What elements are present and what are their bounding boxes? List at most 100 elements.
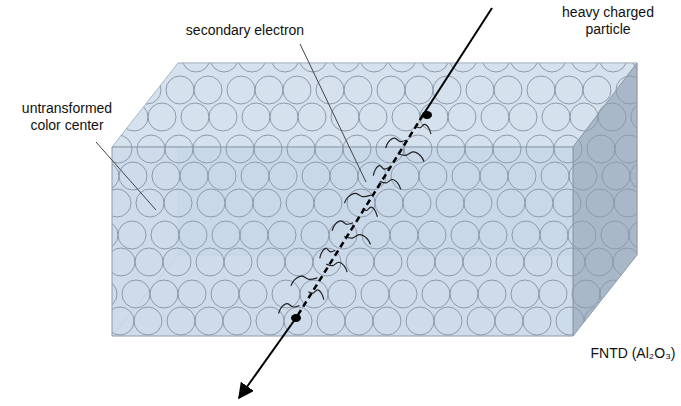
color-center	[268, 221, 296, 249]
color-center	[299, 44, 327, 72]
color-center	[407, 248, 435, 276]
color-center	[239, 280, 267, 308]
color-center	[88, 44, 116, 72]
color-center	[104, 135, 132, 163]
color-center	[435, 248, 463, 276]
color-center	[508, 162, 536, 190]
secondary-electron-track	[326, 262, 347, 272]
color-center	[359, 103, 387, 131]
color-center	[119, 162, 147, 190]
color-center	[526, 135, 554, 163]
secondary-electron-track	[373, 166, 388, 176]
color-center	[628, 280, 656, 308]
color-center	[644, 76, 672, 104]
color-center	[223, 307, 251, 335]
leader-line	[96, 142, 156, 210]
color-center	[150, 280, 178, 308]
color-center	[539, 280, 567, 308]
secondary-electron-track	[344, 235, 370, 245]
secondary-electron-track	[362, 207, 377, 217]
color-center	[418, 221, 446, 249]
color-center	[572, 280, 600, 308]
color-center	[390, 221, 418, 249]
color-center	[482, 44, 510, 72]
color-center	[254, 135, 282, 163]
color-center	[302, 162, 330, 190]
color-center	[478, 280, 506, 308]
color-center	[103, 189, 131, 217]
color-center	[89, 280, 117, 308]
color-center	[647, 189, 675, 217]
color-center	[557, 248, 585, 276]
secondary-electron-track	[344, 193, 370, 203]
color-center	[194, 76, 222, 104]
color-center	[542, 103, 570, 131]
color-center	[105, 76, 133, 104]
color-center	[90, 221, 118, 249]
color-center	[496, 248, 524, 276]
color-center	[404, 135, 432, 163]
color-center	[512, 221, 540, 249]
color-center	[179, 221, 207, 249]
color-center	[466, 76, 494, 104]
color-center	[616, 76, 644, 104]
color-center	[149, 44, 177, 72]
color-center	[479, 221, 507, 249]
color-center	[406, 307, 434, 335]
color-center	[165, 135, 193, 163]
color-center	[285, 248, 313, 276]
color-center	[148, 103, 176, 131]
color-center	[133, 76, 161, 104]
color-center	[373, 307, 401, 335]
color-center	[467, 307, 495, 335]
color-center	[525, 189, 553, 217]
color-center	[403, 189, 431, 217]
color-center	[645, 307, 673, 335]
color-center	[328, 280, 356, 308]
color-center	[121, 44, 149, 72]
color-center	[211, 280, 239, 308]
color-center	[345, 307, 373, 335]
color-center	[523, 307, 551, 335]
color-center	[448, 103, 476, 131]
color-center	[556, 307, 584, 335]
color-center	[164, 189, 192, 217]
leader-line	[300, 44, 366, 182]
color-center	[613, 248, 641, 276]
color-center	[601, 221, 629, 249]
color-center	[166, 76, 194, 104]
color-center	[361, 280, 389, 308]
color-center	[241, 162, 269, 190]
color-center	[583, 76, 611, 104]
color-center	[494, 76, 522, 104]
color-center	[388, 44, 416, 72]
label: secondary electron	[170, 22, 320, 39]
secondary-electron-track	[291, 276, 317, 286]
color-center	[287, 135, 315, 163]
color-center	[330, 162, 358, 190]
color-center	[197, 189, 225, 217]
color-center	[182, 44, 210, 72]
exit-point	[291, 314, 301, 322]
color-center	[451, 221, 479, 249]
color-center	[555, 76, 583, 104]
color-center	[497, 189, 525, 217]
color-center	[643, 135, 671, 163]
color-center	[178, 280, 206, 308]
color-center	[242, 103, 270, 131]
color-center	[646, 248, 674, 276]
color-center	[540, 221, 568, 249]
particle-track-inside	[296, 115, 423, 318]
color-center	[193, 135, 221, 163]
secondary-electron-track	[380, 180, 401, 190]
color-center	[554, 135, 582, 163]
color-center	[120, 103, 148, 131]
secondary-electron-track	[320, 248, 335, 258]
color-center	[195, 307, 223, 335]
color-center	[436, 189, 464, 217]
color-center	[538, 44, 566, 72]
color-center	[541, 162, 569, 190]
color-center	[301, 221, 329, 249]
color-center	[629, 221, 657, 249]
